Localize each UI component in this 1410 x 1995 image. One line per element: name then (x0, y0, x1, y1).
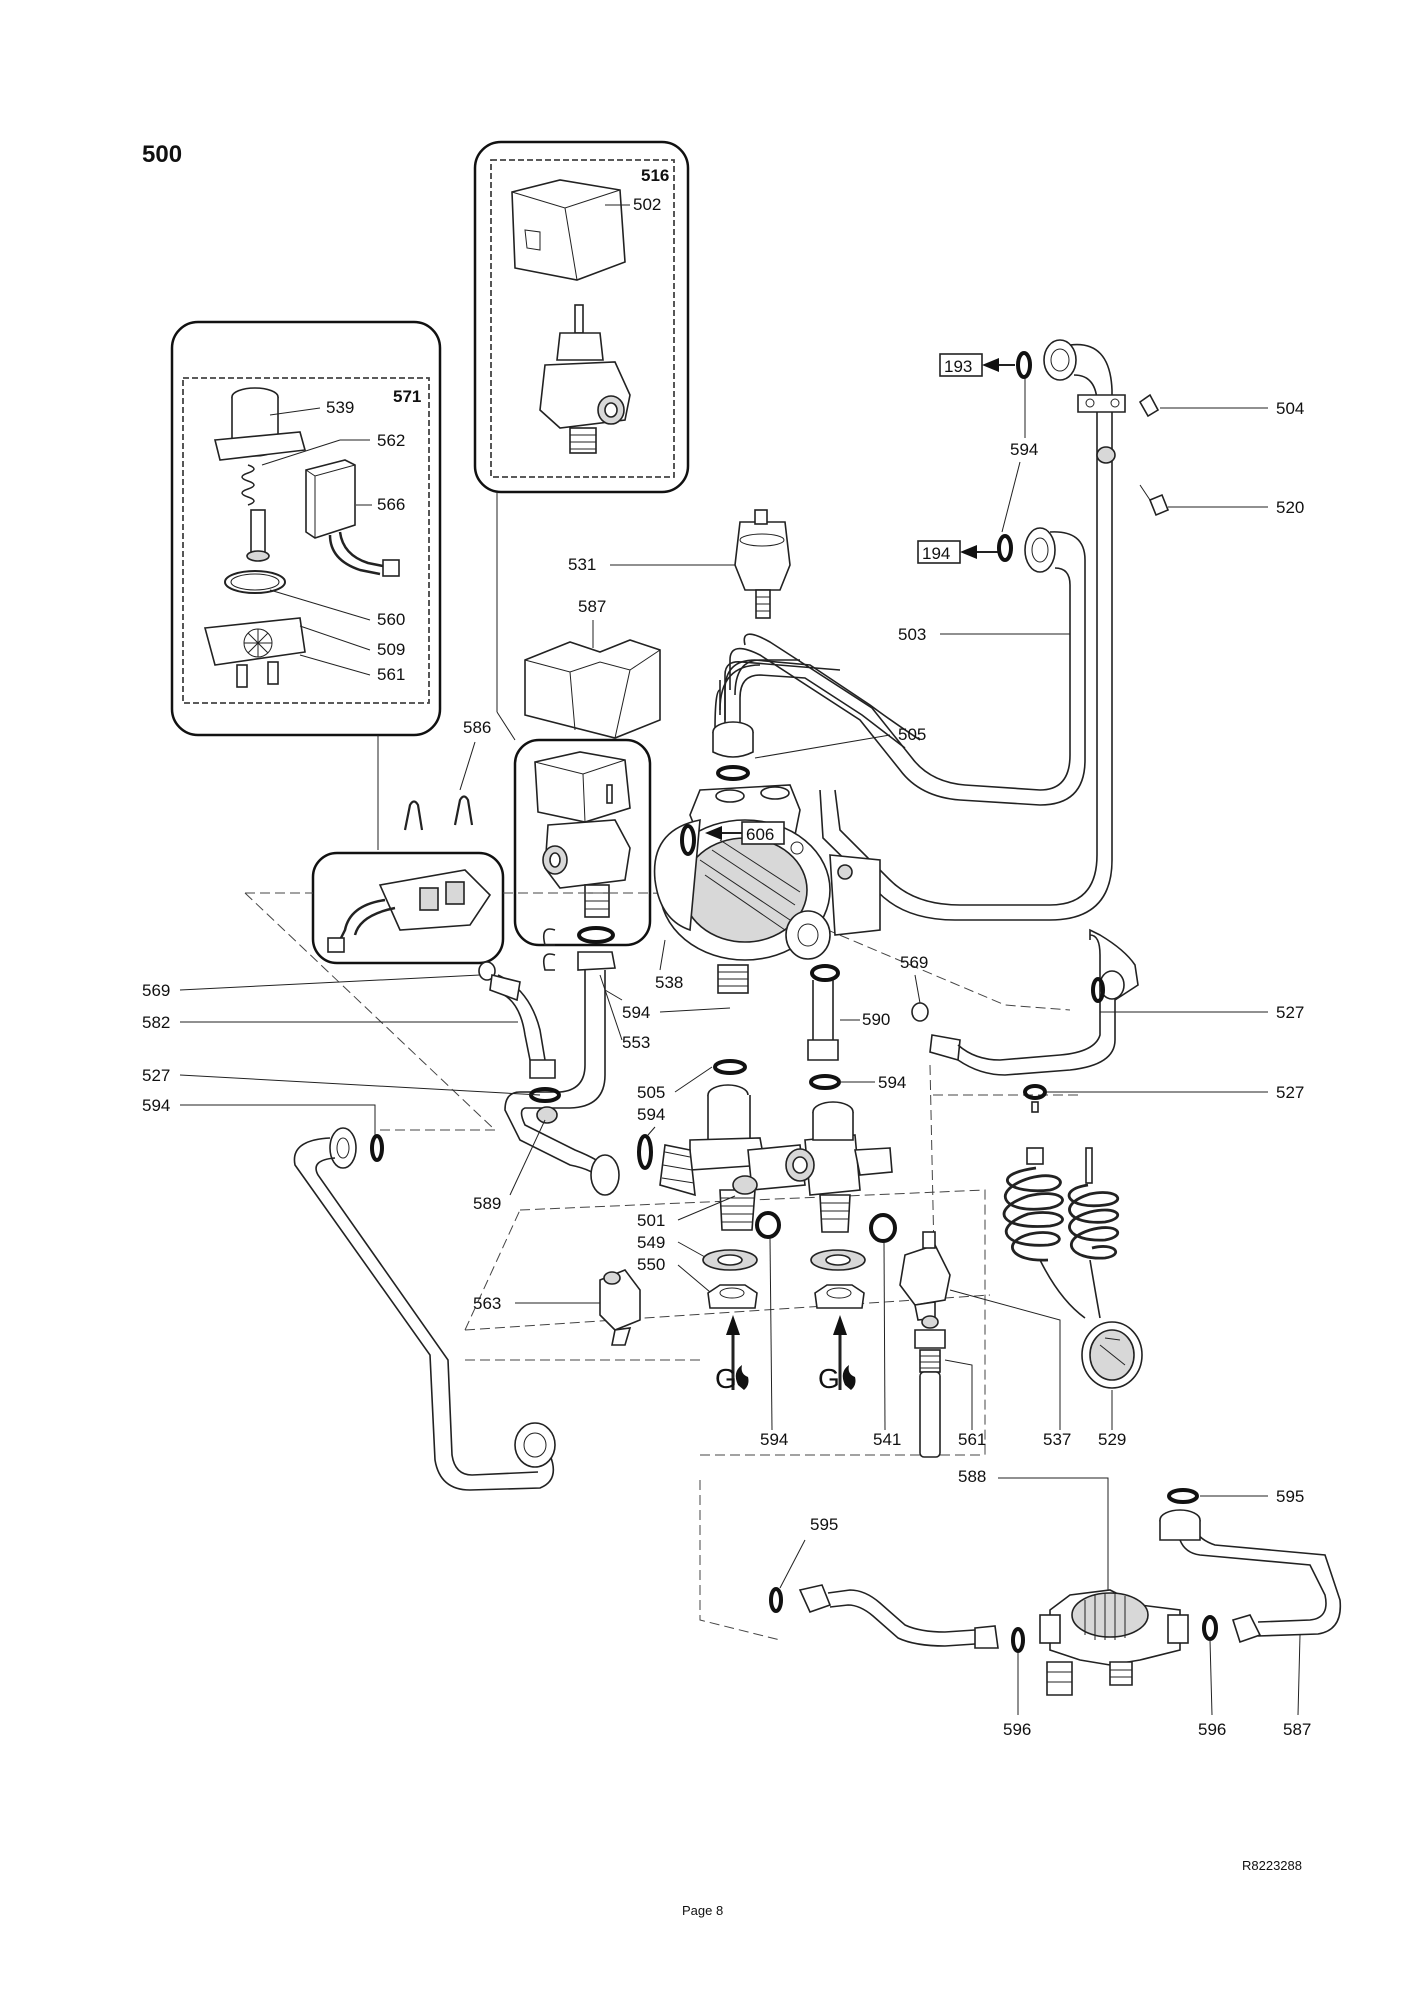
callout-501: 501 (637, 1211, 665, 1230)
callout-531: 531 (568, 555, 596, 574)
gas-inlet-left: G (715, 1315, 749, 1394)
callout-537: 537 (1043, 1430, 1071, 1449)
callout-504: 504 (1276, 399, 1304, 418)
callout-550: 550 (637, 1255, 665, 1274)
callout-560: 560 (377, 610, 405, 629)
callout-562: 562 (377, 431, 405, 450)
bottom-valve-assembly (769, 1488, 1342, 1696)
inset-motor-connector (311, 851, 505, 965)
callout-509: 509 (377, 640, 405, 659)
inset-diverter-valve (513, 738, 652, 947)
callout-527-left: 527 (142, 1066, 170, 1085)
callout-503: 503 (898, 625, 926, 644)
callout-527-right-bottom: 527 (1276, 1083, 1304, 1102)
callout-520: 520 (1276, 498, 1304, 517)
drawing-reference: R8223288 (1242, 1858, 1302, 1873)
solenoid-part (213, 387, 307, 461)
callout-594-midright: 594 (878, 1073, 906, 1092)
clip-part (453, 795, 474, 826)
callout-594-left: 594 (142, 1096, 170, 1115)
inset-box-516: 516 502 (473, 140, 690, 494)
callout-549: 549 (637, 1233, 665, 1252)
valve-body-part (539, 304, 631, 454)
actuator-head-part (511, 179, 626, 281)
callout-594-top: 594 (1010, 440, 1038, 459)
callout-529: 529 (1098, 1430, 1126, 1449)
callout-561: 561 (377, 665, 405, 684)
clip-part (403, 800, 424, 831)
assembly-number: 500 (142, 141, 182, 168)
ref-box-606[interactable]: 606 (705, 821, 785, 845)
callout-596-right: 596 (1198, 1720, 1226, 1739)
callout-569-left: 569 (142, 981, 170, 1000)
callout-505-top: 505 (898, 725, 926, 744)
callout-606: 606 (746, 825, 774, 844)
callout-502: 502 (633, 195, 661, 214)
callout-595-left: 595 (810, 1515, 838, 1534)
right-loop-pipe (911, 928, 1139, 1076)
callout-586: 586 (463, 718, 491, 737)
air-vent-part (734, 509, 791, 619)
inset-box-571: 571 539 562 566 560 (170, 320, 442, 737)
callout-594-mid: 594 (622, 1003, 650, 1022)
callout-561-bottom: 561 (958, 1430, 986, 1449)
gas-symbol-left: G (715, 1363, 737, 1394)
left-pipes (478, 926, 620, 1196)
ref-box-193[interactable]: 193 (939, 351, 1032, 379)
callout-194: 194 (922, 544, 950, 563)
inset-label-516: 516 (641, 166, 669, 185)
callout-527-right-top: 527 (1276, 1003, 1304, 1022)
callout-563: 563 (473, 1294, 501, 1313)
callout-596-left: 596 (1003, 1720, 1031, 1739)
callout-589: 589 (473, 1194, 501, 1213)
inset-label-571: 571 (393, 387, 421, 406)
callout-539: 539 (326, 398, 354, 417)
callout-538: 538 (655, 973, 683, 992)
pressure-gauge-part (1002, 1084, 1143, 1389)
ref-box-194[interactable]: 194 (917, 534, 1013, 564)
cover-block-part (524, 639, 661, 739)
coil-box-part (305, 459, 400, 577)
callout-582: 582 (142, 1013, 170, 1032)
relief-valve-part (599, 1269, 641, 1346)
callout-541: 541 (873, 1430, 901, 1449)
gas-inlet-right: G (818, 1315, 856, 1394)
callout-587-bottom: 587 (1283, 1720, 1311, 1739)
gas-symbol-right: G (818, 1363, 840, 1394)
page-number: Page 8 (682, 1903, 723, 1918)
left-long-pipe (293, 1127, 556, 1491)
valve-base-part (203, 617, 306, 688)
callout-553: 553 (622, 1033, 650, 1052)
callout-595-right: 595 (1276, 1487, 1304, 1506)
drain-valve-part (899, 1231, 951, 1458)
callout-193: 193 (944, 357, 972, 376)
gas-manifold-part (637, 1059, 897, 1309)
callout-594-bottom: 594 (760, 1430, 788, 1449)
callout-587-top: 587 (578, 597, 606, 616)
callout-594-midleft: 594 (637, 1105, 665, 1124)
callout-566: 566 (377, 495, 405, 514)
callout-569-right: 569 (900, 953, 928, 972)
callout-588: 588 (958, 1467, 986, 1486)
callout-590: 590 (862, 1010, 890, 1029)
flow-return-pipes (714, 339, 1170, 921)
pump-part (653, 659, 921, 1061)
callout-505-mid: 505 (637, 1083, 665, 1102)
